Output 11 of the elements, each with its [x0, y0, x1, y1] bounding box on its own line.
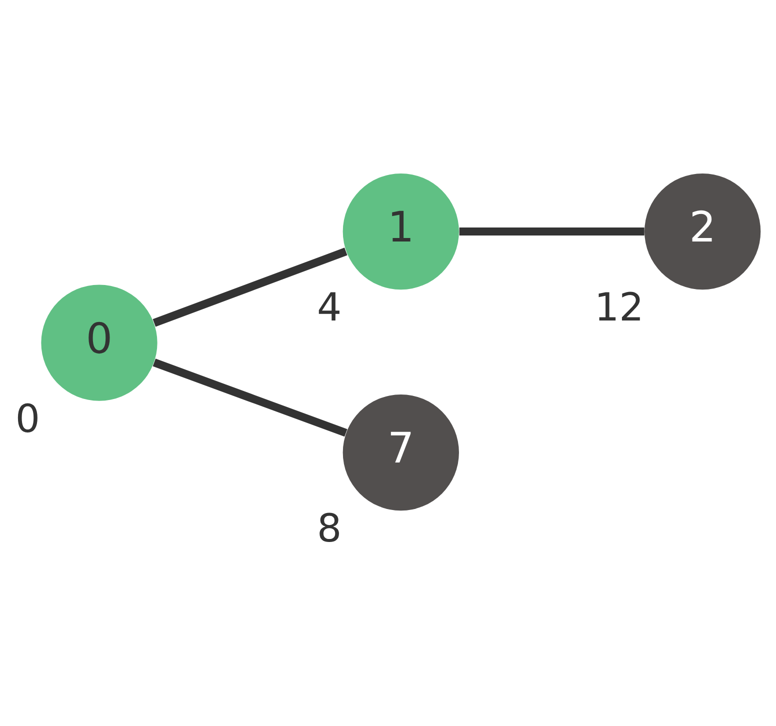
- node-circle: 7: [342, 394, 459, 511]
- node-circle: 0: [41, 284, 158, 401]
- node-label: 4: [317, 286, 342, 331]
- node-circle: 2: [644, 173, 761, 290]
- connector: [459, 228, 644, 236]
- node-circle: 1: [342, 173, 459, 290]
- connector: [152, 248, 348, 327]
- connector: [152, 358, 348, 437]
- node-label: 0: [15, 396, 40, 442]
- node-label: 8: [317, 506, 342, 552]
- node-label: 12: [594, 286, 644, 331]
